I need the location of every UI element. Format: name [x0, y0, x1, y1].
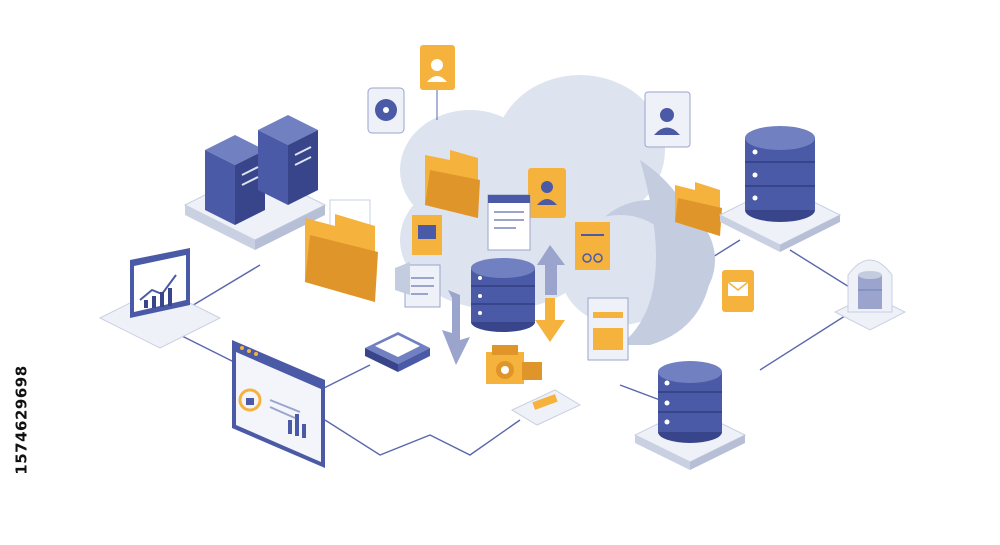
database-icon [471, 258, 535, 332]
lock-icon [246, 398, 254, 405]
database-icon [833, 259, 907, 331]
user-icon [644, 91, 691, 148]
upload-arrow-icon [537, 245, 565, 295]
document-icon [575, 222, 610, 270]
document-icon [587, 297, 629, 361]
document-icon [404, 264, 441, 308]
database-icon [633, 361, 747, 470]
document-icon [412, 215, 442, 255]
chip-icon [365, 332, 430, 372]
folder-icon [305, 199, 378, 302]
chart-icon [98, 248, 222, 349]
user-icon [528, 168, 566, 218]
folder-icon [675, 182, 722, 236]
dashboard-icon [232, 340, 325, 468]
upload-arrow-icon [395, 262, 410, 295]
document-icon [487, 194, 531, 251]
user-icon [420, 45, 455, 120]
disc-icon [367, 87, 405, 134]
download-arrow-icon [535, 298, 565, 342]
chip-icon [486, 345, 582, 426]
database-icon [718, 126, 842, 252]
email-icon [722, 270, 754, 312]
download-arrow-icon [442, 290, 470, 365]
server-rack-icon [183, 115, 327, 250]
folder-icon [425, 150, 480, 218]
